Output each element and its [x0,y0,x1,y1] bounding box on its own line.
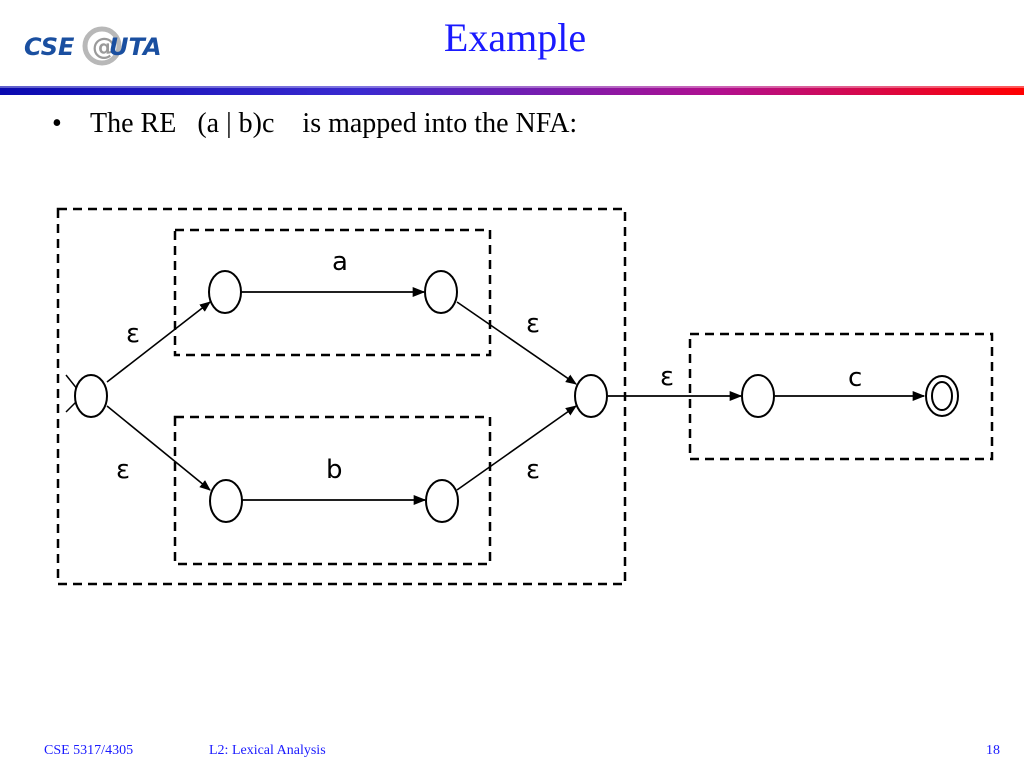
header-divider [0,86,1024,95]
b-sub-box [173,415,492,566]
label-epsilon-b-join: ε [526,455,540,485]
label-epsilon-start-b: ε [116,455,130,485]
state-b2 [425,479,459,523]
edge-start-to-a1 [106,301,211,383]
logo-uta-text: UTA [109,33,162,61]
label-epsilon-join-c: ε [660,362,674,392]
state-final-inner [931,381,953,411]
state-a2 [424,270,458,314]
edge-b2-to-join [456,405,577,491]
state-b1 [209,479,243,523]
logo-ring-icon [82,26,122,66]
a-sub-box [173,228,492,357]
cse-uta-logo: CSE @ UTA [24,26,162,66]
state-start [74,374,108,418]
start-arrow-tail [65,401,77,413]
page-title: Example [443,15,587,60]
state-join [574,374,608,418]
label-epsilon-start-a: ε [126,319,140,349]
edge-start-to-b1 [106,405,211,491]
label-b: b [326,455,343,485]
label-epsilon-a-join: ε [526,309,540,339]
bullet-prefix: The RE [90,108,177,139]
footer-page-number: 18 [986,743,1000,758]
logo-cse-text: CSE [24,33,75,61]
bullet-item: • The RE (a | b)c is mapped into the NFA: [52,108,577,140]
footer-lecture: L2: Lexical Analysis [209,743,326,758]
edge-a2-to-join [456,301,577,385]
logo-at-mark: @ [92,33,116,61]
label-c: c [848,363,862,393]
c-sub-box [688,332,994,461]
footer-course: CSE 5317/4305 [44,743,134,758]
state-c1 [741,374,775,418]
bullet-suffix: is mapped into the NFA: [302,108,578,139]
state-a1 [208,270,242,314]
bullet-regex: (a | b)c [197,108,275,139]
bullet-icon: • [52,108,62,139]
label-a: a [332,247,348,277]
